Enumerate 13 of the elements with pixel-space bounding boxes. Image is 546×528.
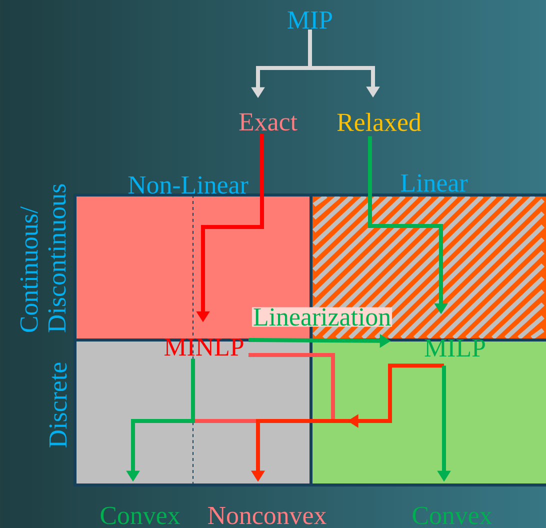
node-label: MIP [288, 12, 332, 28]
node-label: MINLP [164, 338, 244, 356]
node-label: Exact [239, 113, 298, 131]
axis-label: Continuous/ Discontinuous [20, 184, 66, 332]
axis-label: Non-Linear [128, 176, 248, 194]
edge-label: Linearization [252, 307, 392, 327]
node-label: Nonconvex [208, 507, 326, 524]
node-label: Convex [100, 506, 180, 524]
node-label: Convex [412, 506, 492, 524]
axis-label: Discrete [49, 362, 67, 448]
node-label: MILP [424, 340, 485, 356]
axis-label: Linear [400, 174, 468, 192]
node-label: Relaxed [337, 112, 422, 132]
